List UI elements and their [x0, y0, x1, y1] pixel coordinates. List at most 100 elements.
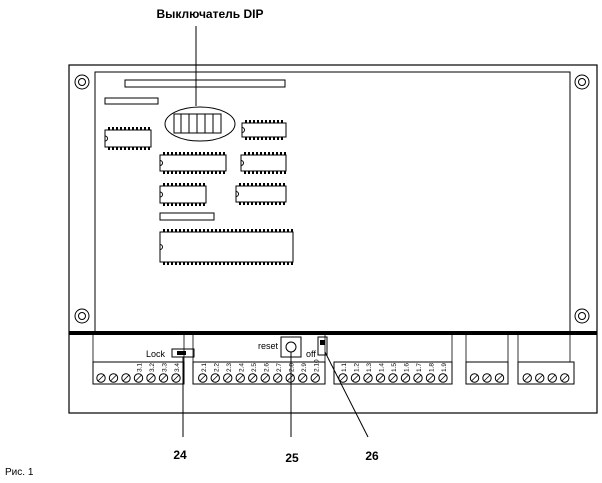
terminal-screw[interactable]	[260, 373, 270, 383]
terminal-label: 2.2	[213, 363, 220, 372]
terminal-screw[interactable]	[198, 373, 208, 383]
screw-slot	[414, 374, 422, 382]
terminal-screw[interactable]	[547, 373, 557, 383]
figure-caption: Рис. 1	[5, 467, 34, 478]
ic-chip-middle-2	[159, 183, 207, 206]
board-divider	[69, 331, 597, 335]
screw-slot	[122, 374, 130, 382]
screw-slot	[389, 374, 397, 382]
terminal-screw[interactable]	[298, 373, 308, 383]
terminal-screw[interactable]	[158, 373, 169, 383]
ic-chip-right-2	[240, 152, 287, 174]
terminal-block-4	[465, 361, 509, 385]
terminal-screw[interactable]	[438, 373, 448, 383]
terminal-screw[interactable]	[223, 373, 233, 383]
mounting-hole-bottom-left	[74, 308, 90, 324]
screw-slot	[496, 374, 503, 382]
terminal-screw[interactable]	[146, 373, 156, 383]
terminal-label: 2.8	[288, 363, 295, 372]
reset-button[interactable]	[285, 341, 297, 353]
mounting-hole-top-left	[74, 74, 90, 90]
terminal-screw[interactable]	[560, 373, 570, 383]
terminal-screw[interactable]	[535, 373, 545, 383]
terminal-label: 3.4	[174, 363, 181, 372]
terminal-label: 2.9	[301, 363, 308, 372]
terminal-screw[interactable]	[285, 373, 295, 383]
top-connector-strip	[124, 79, 286, 88]
terminal-label: 2.10	[313, 359, 320, 372]
terminal-label: 1.3	[366, 363, 373, 372]
pcb-outline	[94, 71, 571, 333]
terminal-label: 1.5	[391, 363, 398, 372]
terminal-screw[interactable]	[273, 373, 283, 383]
ic-chip-large	[159, 229, 294, 265]
screw-slot	[561, 374, 569, 382]
terminal-screw[interactable]	[413, 373, 423, 383]
terminal-screw[interactable]	[350, 373, 361, 383]
terminal-label: 2.3	[226, 363, 233, 372]
lock-label: Lock	[146, 349, 166, 359]
terminal-screw[interactable]	[482, 373, 492, 383]
small-strip-middle	[159, 212, 215, 221]
screw-slot	[224, 374, 232, 382]
screw-slot	[274, 374, 282, 382]
screw-slot	[339, 374, 347, 382]
screw-slot	[211, 374, 219, 382]
screw-slot	[483, 374, 491, 382]
small-strip-left	[104, 97, 159, 105]
screw-slot	[352, 374, 359, 382]
screw-slot	[110, 374, 117, 382]
terminal-screw[interactable]	[375, 373, 386, 383]
terminal-screw[interactable]	[522, 373, 532, 383]
screw-slot	[160, 374, 167, 382]
ic-chips	[104, 120, 294, 265]
screw-slot	[523, 374, 531, 382]
terminal-screw[interactable]	[400, 373, 411, 383]
terminal-screw[interactable]	[469, 373, 480, 383]
mounting-hole-top-right	[574, 74, 590, 90]
reset-label: reset	[258, 341, 279, 351]
terminal-label: 2.5	[251, 363, 258, 372]
ic-chip-left	[104, 127, 152, 150]
screw-slot	[548, 374, 556, 382]
terminal-screw[interactable]	[210, 373, 220, 383]
terminal-label: 1.2	[354, 363, 361, 372]
terminal-screw[interactable]	[108, 373, 119, 383]
terminal-label: 1.7	[416, 363, 423, 372]
screw-slot	[135, 374, 142, 382]
dip-switch-title: Выключатель DIP	[156, 7, 263, 21]
off-switch[interactable]	[317, 336, 328, 356]
dip-switch	[173, 113, 222, 134]
terminal-block-5	[517, 361, 575, 385]
terminal-screw[interactable]	[248, 373, 258, 383]
terminal-screw[interactable]	[133, 373, 144, 383]
callout-25: 25	[285, 451, 299, 465]
terminal-label: 1.8	[429, 363, 436, 372]
screw-slot	[299, 374, 307, 382]
screw-slot	[471, 374, 478, 382]
screw-slot	[364, 374, 372, 382]
terminal-screw[interactable]	[235, 373, 245, 383]
screw-slot	[427, 374, 434, 382]
terminal-screw[interactable]	[425, 373, 436, 383]
terminal-screw[interactable]	[494, 373, 505, 383]
terminal-screw[interactable]	[171, 373, 181, 383]
screw-slot	[147, 374, 155, 382]
terminal-screw[interactable]	[338, 373, 348, 383]
screw-slot	[261, 374, 269, 382]
terminal-screw[interactable]	[121, 373, 131, 383]
screw-slot	[439, 374, 447, 382]
terminal-screw[interactable]	[310, 373, 320, 383]
screw-slot	[172, 374, 180, 382]
terminal-screw[interactable]	[388, 373, 398, 383]
terminal-screw[interactable]	[363, 373, 373, 383]
terminal-label: 1.1	[341, 363, 348, 372]
callout-26-line	[324, 351, 369, 438]
terminal-label: 3.3	[162, 363, 169, 372]
screw-slot	[249, 374, 257, 382]
terminal-screw[interactable]	[96, 373, 106, 383]
screw-slot	[199, 374, 207, 382]
